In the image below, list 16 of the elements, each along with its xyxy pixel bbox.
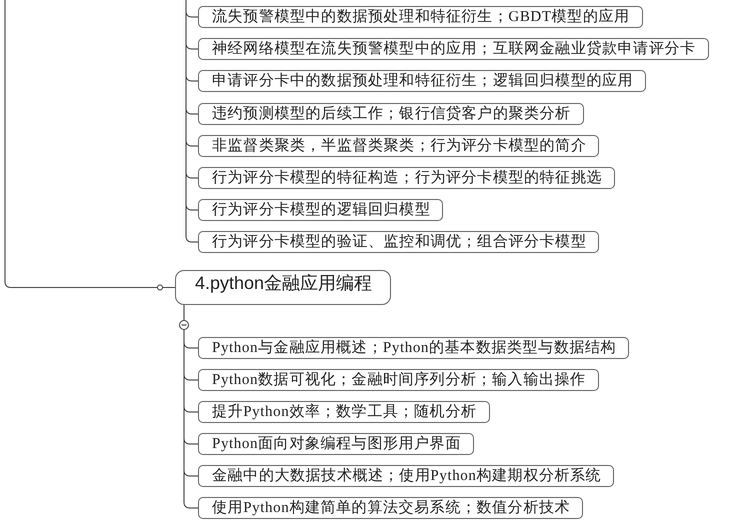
subtopic-box: Python与金融应用概述；Python的基本数据类型与数据结构 <box>198 337 630 359</box>
topic-box: 4.python金融应用编程 <box>175 270 392 305</box>
subtopic-box: 金融中的大数据技术概述；使用Python构建期权分析系统 <box>198 465 614 487</box>
subtopic-box: 申请评分卡中的数据预处理和特征衍生；逻辑回归模型的应用 <box>198 70 646 92</box>
subtopic-box: 非监督类聚类，半监督类聚类；行为评分卡模型的简介 <box>198 135 600 157</box>
subtopic-box: Python数据可视化；金融时间序列分析；输入输出操作 <box>198 369 599 391</box>
subtopic-box: 使用Python构建简单的算法交易系统；数值分析技术 <box>198 497 584 519</box>
subtopic-box: 行为评分卡模型的特征构造；行为评分卡模型的特征挑选 <box>198 167 615 189</box>
subtopic-box: 流失预警模型中的数据预处理和特征衍生；GBDT模型的应用 <box>198 6 643 28</box>
subtopic-box: 行为评分卡模型的逻辑回归模型 <box>198 199 444 221</box>
subtopic-box: 提升Python效率；数学工具；随机分析 <box>198 401 490 423</box>
subtopic-box: Python面向对象编程与图形用户界面 <box>198 433 474 455</box>
subtopic-box: 违约预测模型的后续工作；银行信贷客户的聚类分析 <box>198 103 584 125</box>
connector-line <box>4 0 176 288</box>
subtopic-box: 行为评分卡模型的验证、监控和调优；组合评分卡模型 <box>198 231 600 253</box>
subtopic-box: 神经网络模型在流失预警模型中的应用；互联网金融业贷款申请评分卡 <box>198 38 709 60</box>
